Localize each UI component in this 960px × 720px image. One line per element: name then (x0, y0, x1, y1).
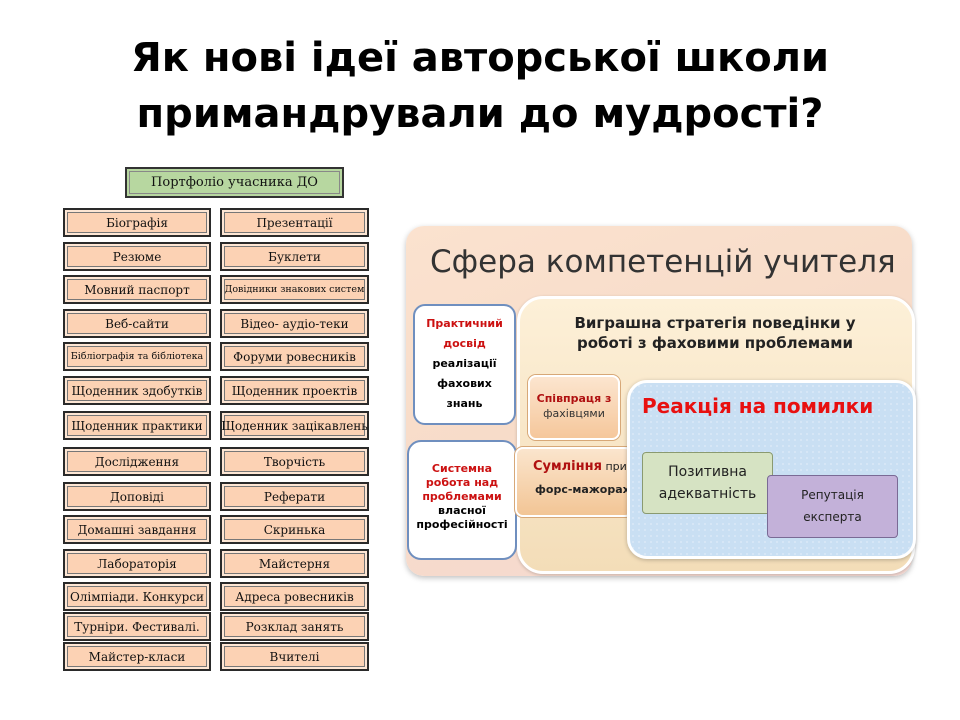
practice-l5: знань (446, 397, 483, 410)
reputation-box: Репутація експерта (767, 475, 898, 538)
portfolio-item-right: Творчість (220, 447, 369, 476)
coop-l2: фахівцями (543, 407, 605, 420)
positive-l2: адекватність (658, 486, 757, 502)
portfolio-item-right: Буклети (220, 242, 369, 271)
portfolio-item-left: Доповіді (63, 482, 211, 511)
system-box: Системна робота над проблемами власної п… (407, 440, 517, 560)
portfolio-item-left: Дослідження (63, 447, 211, 476)
strategy-text: Виграшна стратегія поведінки у роботі з … (540, 313, 890, 353)
conscience-line2: форс-мажорах (535, 483, 630, 496)
system-red1: Системна (431, 462, 493, 475)
system-l4: власної (438, 504, 486, 517)
conscience-red: Сумління (533, 459, 602, 474)
portfolio-item-left: Резюме (63, 242, 211, 271)
portfolio-item-right: Вчителі (220, 642, 369, 671)
slide-title: Як нові ідеї авторської школи примандрув… (0, 30, 960, 142)
portfolio-item-left: Щоденник здобутків (63, 376, 211, 405)
positive-l1: Позитивна (668, 464, 747, 480)
conscience-line1: Сумління при (533, 459, 627, 474)
system-red2: робота над (425, 476, 499, 489)
strategy-line2: роботі з фаховими проблемами (577, 334, 853, 352)
portfolio-item-left: Майстер-класи (63, 642, 211, 671)
portfolio-item-right: Відео- аудіо-теки (220, 309, 369, 338)
slide-title-line2: примандрували до мудрості? (136, 91, 824, 137)
portfolio-item-right: Форуми ровесників (220, 342, 369, 371)
practice-l4: фахових (437, 377, 492, 390)
portfolio-item-right: Довідники знакових систем (220, 275, 369, 304)
portfolio-item-left: Турніри. Фестивалі. (63, 612, 211, 641)
practice-red2: досвід (443, 337, 486, 350)
portfolio-item-right: Презентації (220, 208, 369, 237)
portfolio-item-left: Біографія (63, 208, 211, 237)
portfolio-item-right: Скринька (220, 515, 369, 544)
slide-title-line1: Як нові ідеї авторської школи (130, 35, 830, 81)
portfolio-item-right: Адреса ровесників (220, 582, 369, 611)
portfolio-item-right: Майстерня (220, 549, 369, 578)
portfolio-item-right: Щоденник проектів (220, 376, 369, 405)
cooperation-box: Співпраця з фахівцями (528, 375, 620, 440)
portfolio-item-left: Домашні завдання (63, 515, 211, 544)
portfolio-item-left: Лабораторія (63, 549, 211, 578)
practice-box: Практичний досвід реалізації фахових зна… (413, 304, 516, 425)
portfolio-item-left: Олімпіади. Конкурси (63, 582, 211, 611)
portfolio-item-right: Щоденник зацікавлень (220, 411, 369, 440)
portfolio-item-left: Щоденник практики (63, 411, 211, 440)
positive-box: Позитивна адекватність (642, 452, 773, 514)
practice-red1: Практичний (426, 317, 503, 330)
competence-title: Сфера компетенцій учителя (430, 244, 896, 280)
portfolio-item-right: Реферати (220, 482, 369, 511)
system-red3: проблемами (422, 490, 502, 503)
portfolio-item-left: Веб-сайти (63, 309, 211, 338)
portfolio-item-right: Розклад занять (220, 612, 369, 641)
portfolio-item-left: Мовний паспорт (63, 275, 211, 304)
reaction-title: Реакція на помилки (642, 394, 874, 418)
portfolio-item-left: Бібліографія та бібліотека (63, 342, 211, 371)
conscience-box: Сумління при форс-мажорах (515, 447, 633, 517)
reputation-l2: експерта (803, 510, 862, 524)
coop-red: Співпраця з (536, 392, 612, 405)
practice-l3: реалізації (432, 357, 497, 370)
reputation-l1: Репутація (801, 488, 864, 502)
strategy-line1: Виграшна стратегія поведінки у (574, 314, 856, 332)
portfolio-header: Портфоліо учасника ДО (125, 167, 344, 198)
conscience-small: при (605, 460, 627, 473)
system-l5: професійності (416, 518, 508, 531)
